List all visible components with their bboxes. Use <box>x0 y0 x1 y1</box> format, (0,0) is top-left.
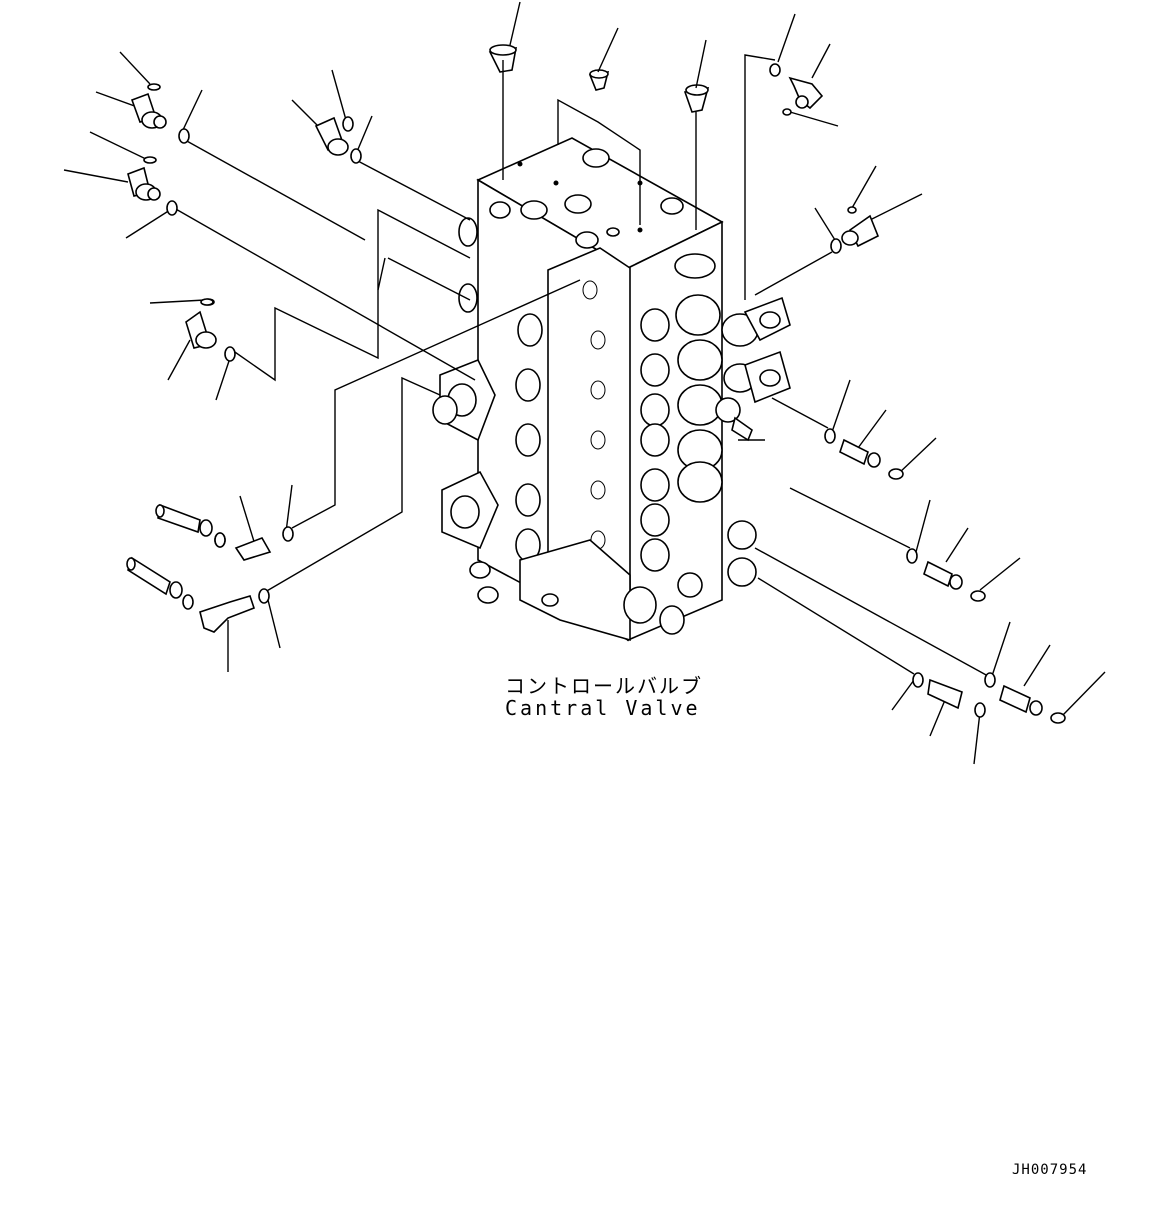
o-rings <box>200 298 226 548</box>
left-fittings <box>126 83 362 633</box>
control-valve-label-jp: コントロールバルブ <box>505 674 703 698</box>
leader-lines <box>63 1 1106 765</box>
control-valve-label-en: Cantral Valve <box>505 696 701 720</box>
top-caps <box>488 44 710 113</box>
drawing-id: JH007954 <box>1012 1162 1088 1178</box>
right-fittings <box>731 63 1066 724</box>
control-valve-body <box>432 137 791 642</box>
